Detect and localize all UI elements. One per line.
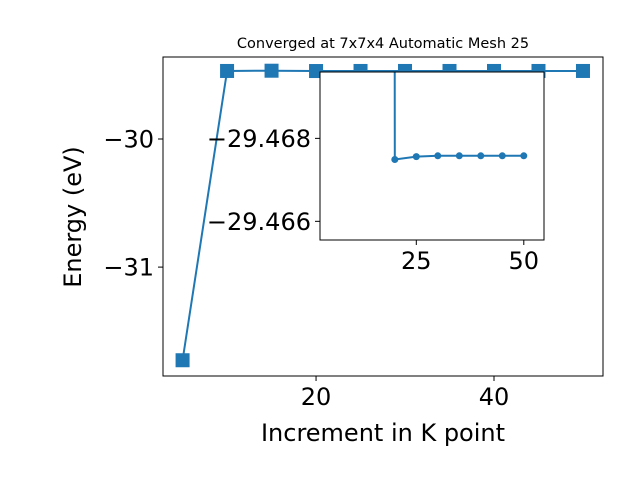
inset-data-point: [412, 153, 420, 161]
main-data-point: [264, 63, 279, 78]
main-x-tick-label: 20: [301, 383, 332, 411]
main-frame: [162, 56, 604, 377]
main-x-tick-label: 40: [479, 383, 510, 411]
inset-y-tick-label: −29.466: [207, 208, 311, 236]
y-axis-label: Energy (eV): [59, 146, 87, 288]
main-data-point: [220, 63, 235, 78]
inset-frame: [319, 71, 545, 241]
inset-x-tick-label: 25: [401, 247, 432, 275]
x-axis-label: Increment in K point: [261, 419, 505, 447]
inset-data-point: [455, 152, 463, 160]
main-y-tick-label: −30: [103, 126, 154, 154]
inset-series: [391, 72, 528, 164]
main-y-tick-label: −31: [103, 254, 154, 282]
inset-data-point: [498, 152, 506, 160]
inset-data-point: [520, 152, 528, 160]
main-series-line: [181, 69, 583, 361]
main-data-point: [575, 63, 590, 78]
inset-y-tick-label: −29.468: [207, 125, 311, 153]
chart-title: Converged at 7x7x4 Automatic Mesh 25: [237, 36, 529, 52]
inset-data-point: [477, 152, 485, 160]
inset-axes: 25 50 −29.468 −29.466: [207, 71, 545, 275]
inset-data-point: [434, 152, 442, 160]
inset-data-point: [391, 156, 399, 164]
inset-x-tick-label: 50: [509, 247, 540, 275]
main-data-point: [175, 353, 190, 368]
inset-series-line: [393, 72, 524, 161]
